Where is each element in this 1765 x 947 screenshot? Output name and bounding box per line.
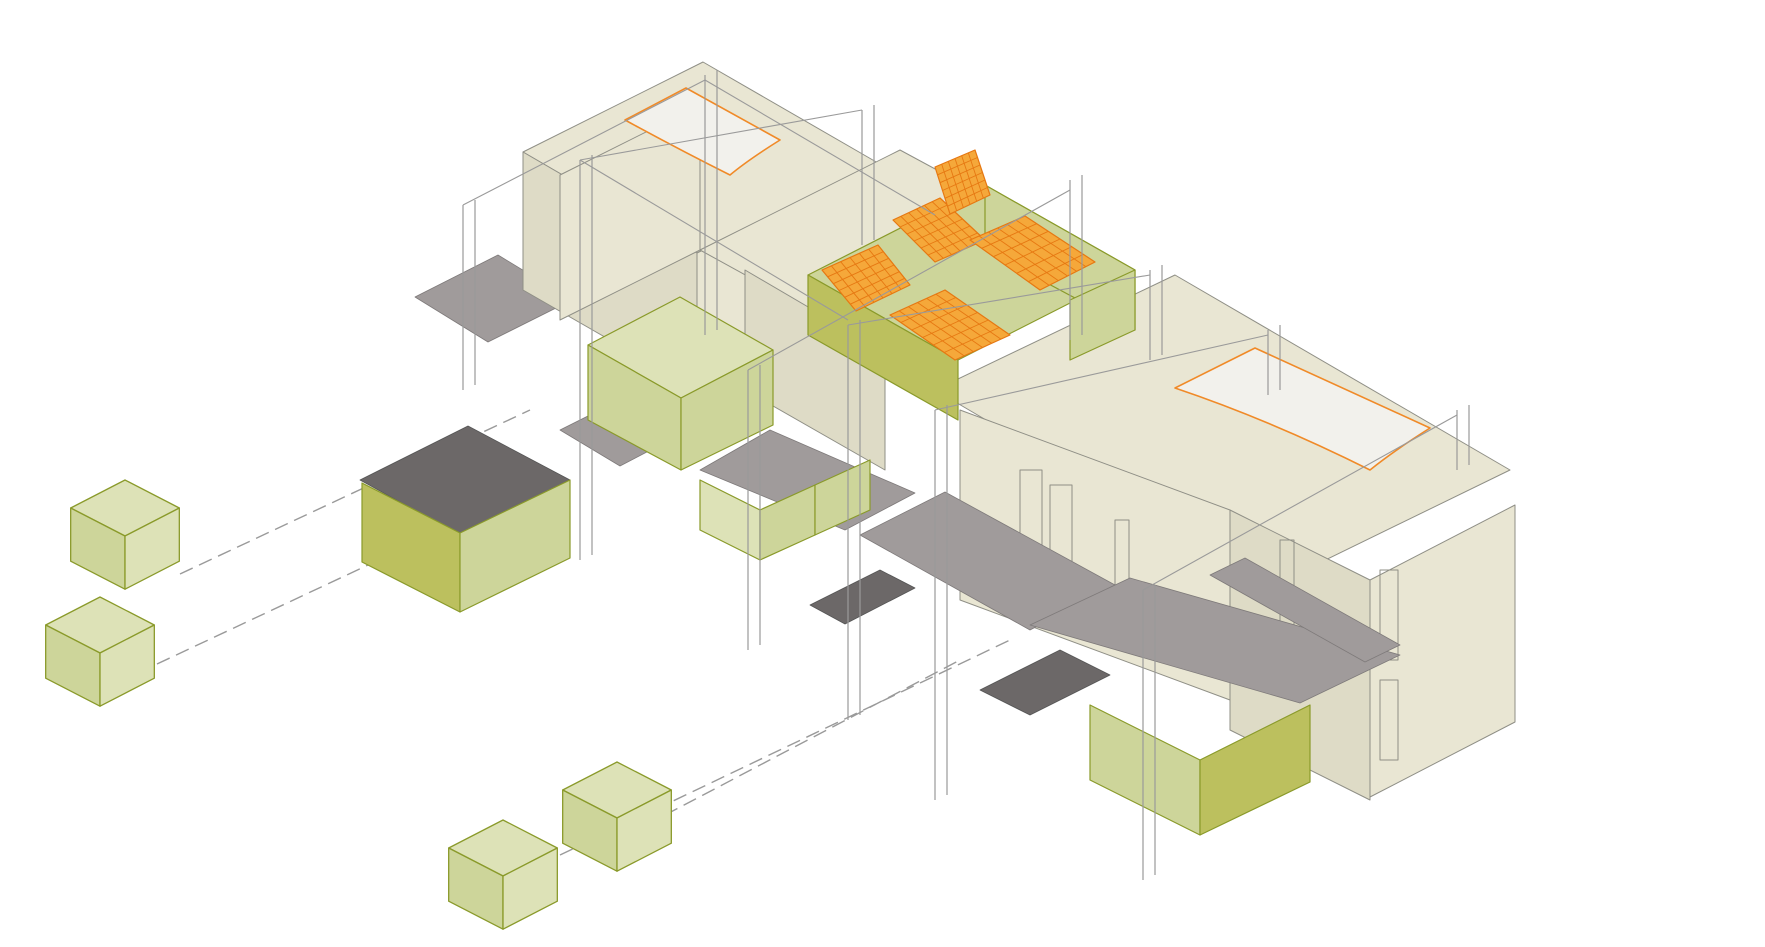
solar-grid-line — [943, 327, 1000, 353]
frame-beam — [1142, 414, 1458, 591]
isometric-cube-icon — [45, 596, 155, 707]
cube-right — [124, 507, 180, 590]
balcony-right — [1029, 577, 1401, 704]
awning-icon — [624, 87, 781, 176]
right-front — [1369, 504, 1516, 798]
isometric-cube-icon — [448, 819, 558, 930]
frame-beam — [847, 274, 1151, 326]
solar-grid — [978, 219, 1087, 286]
frame-beam — [579, 159, 849, 321]
solar-grid-line — [1028, 253, 1084, 283]
frame-beam — [579, 109, 863, 161]
module-side — [1199, 704, 1311, 836]
awning-icon — [1174, 347, 1431, 471]
solar-grid — [898, 293, 1002, 357]
roof-module-solar — [807, 149, 1136, 421]
cube-right — [502, 847, 558, 930]
module-block-ground-right — [1089, 704, 1311, 836]
awning-left — [624, 87, 781, 176]
isometric-cube-icon — [70, 479, 180, 590]
balcony-right-arm — [1209, 557, 1401, 663]
module-front — [1089, 704, 1201, 836]
solar-grid-line — [947, 187, 988, 207]
frame-beam — [934, 334, 1269, 411]
frame-beam — [704, 79, 936, 216]
module-side — [814, 459, 871, 536]
awning-right — [1174, 347, 1431, 471]
frame-beam — [747, 189, 1071, 371]
door-opening — [1379, 679, 1399, 761]
dark-strip — [979, 649, 1111, 716]
frame-beam — [462, 79, 706, 206]
solar-grid — [937, 152, 988, 211]
cube-right — [616, 789, 672, 872]
module-block-middle-low — [699, 459, 871, 561]
isometric-cube-icon — [562, 761, 672, 872]
cube-right — [99, 624, 155, 707]
roof-module-front — [807, 274, 959, 421]
solar-grid — [827, 248, 905, 307]
module-side — [459, 479, 571, 613]
dark-strip — [809, 569, 916, 625]
module-front — [699, 479, 761, 561]
module-block-upper — [587, 296, 774, 471]
module-block-ground-left — [361, 479, 571, 613]
module-side — [680, 349, 774, 471]
projection-line — [664, 659, 961, 816]
solar-grid-line — [927, 232, 978, 256]
exploded-modules — [45, 479, 672, 930]
frame-posts — [462, 70, 1470, 880]
solar-grid — [899, 201, 978, 259]
solar-grid-line — [850, 277, 905, 305]
